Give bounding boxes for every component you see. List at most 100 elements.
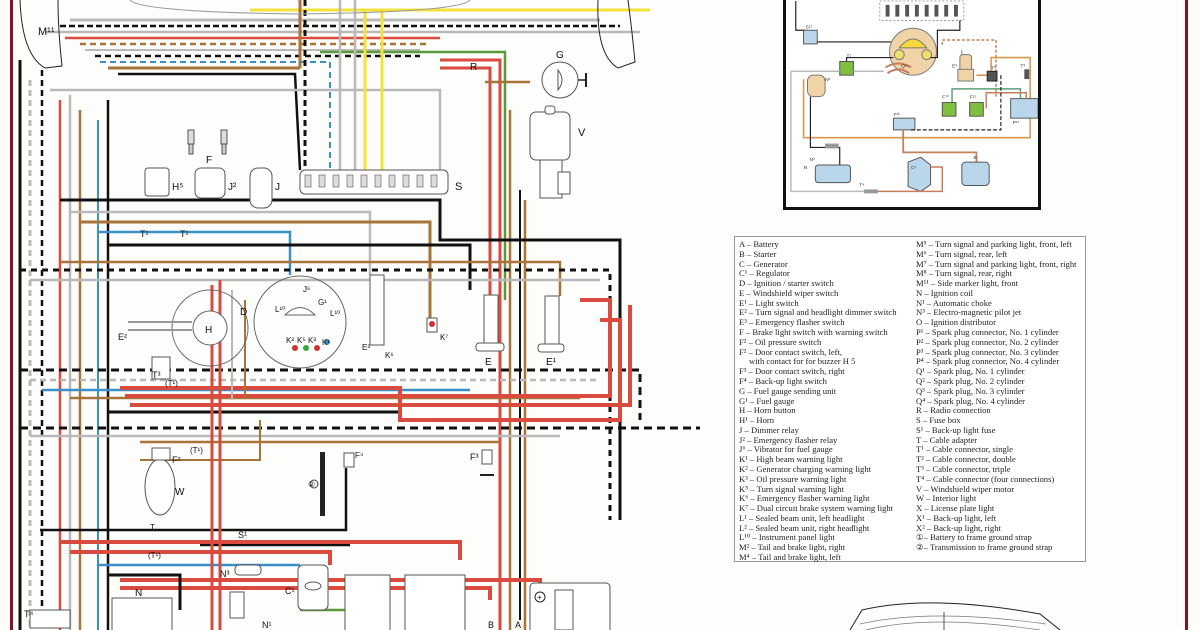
wire-red [440, 58, 502, 630]
legend-item: K³ – Oil pressure warning light [739, 473, 847, 484]
legend-item: N – Ignition coil [915, 287, 974, 298]
inset-fuse [895, 4, 900, 17]
headlight-housing-right [597, 0, 636, 69]
legend-item: M⁵ – Turn signal and parking light, fron… [915, 239, 1072, 249]
legend-item: P² – Spark plug connector, No. 2 cylinde… [915, 336, 1059, 347]
component-label-f2: F² [172, 455, 181, 465]
fuse [374, 174, 382, 188]
fuse-box [299, 169, 449, 195]
legend-item: B – Starter [739, 248, 777, 259]
component-label-n: N [135, 588, 142, 599]
battery-positive-terminal [534, 591, 546, 603]
component-label-s: S [455, 181, 462, 193]
headlight-housing-left [19, 0, 63, 69]
legend-item: M⁶ – Turn signal, rear, left [915, 248, 1008, 259]
inset-label: E³ [952, 63, 957, 69]
pilot-jet [234, 564, 262, 576]
legend-item: L² – Sealed beam unit, right headlight [739, 522, 870, 533]
legend-item: with contact for for buzzer H 5 [749, 356, 856, 367]
fuse [416, 174, 424, 188]
component-label-t4: T⁴ [24, 609, 33, 619]
fuel-gauge-dial [283, 307, 317, 316]
inset-label: Q¹¹ [901, 63, 908, 69]
component-label-e: E [485, 357, 492, 368]
inset-fuse [905, 4, 910, 17]
legend-item: W – Interior light [915, 493, 977, 504]
component-label-s1: S¹ [238, 530, 247, 540]
wire-red [440, 66, 492, 300]
component-label-t1e: (T¹) [148, 551, 161, 560]
legend-item: T – Cable adapter [915, 434, 978, 445]
fuse [430, 174, 438, 188]
component-label-v: V [578, 127, 586, 139]
legend-item: C – Generator [739, 258, 788, 269]
legend-item: G – Fuel gauge sending unit [739, 385, 837, 396]
wire-brown [140, 420, 261, 461]
inset-choke [885, 62, 912, 75]
legend-item: Q³ – Spark plug, No. 3 cylinder [915, 385, 1025, 396]
dimmer-relay-j [249, 167, 273, 209]
car-outline-illustration [849, 602, 1061, 630]
door-switch-right [481, 449, 493, 465]
svg-text:+: + [537, 593, 542, 602]
component-label-w: W [175, 487, 185, 498]
component-label-g: G [556, 50, 564, 61]
legend-item: E¹ – Light switch [739, 297, 799, 308]
light-switch [544, 295, 560, 347]
fuse [402, 174, 410, 188]
buzzer-h5 [144, 167, 170, 197]
generator [344, 574, 391, 630]
inset-fuse-block [879, 0, 965, 21]
legend-item: F – Brake light switch with warning swit… [739, 327, 888, 338]
fuel-gauge-float-icon [557, 68, 563, 92]
legend-item: ①– Battery to frame ground strap [915, 532, 1032, 543]
legend-item: K¹ – High beam warning light [739, 454, 843, 465]
legend-item: P¹ – Spark plug connector, No. 1 cylinde… [915, 327, 1059, 338]
inset-label: S¹¹ [806, 24, 813, 30]
wire-red [60, 540, 462, 560]
wire-blue [98, 230, 292, 275]
component-label-j2: J² [228, 182, 237, 193]
ignition-coil [111, 597, 173, 630]
component-label-l10: L¹⁰ [275, 305, 285, 314]
legend-item: K⁷ – Dual circuit brake system warning l… [739, 503, 894, 514]
legend-item: T³ – Cable connector, triple [915, 463, 1011, 474]
legend-column-2: M⁵ – Turn signal and parking light, fron… [915, 239, 1085, 561]
inset-fuse [885, 4, 890, 17]
legend-item: J² – Emergency flasher relay [739, 434, 838, 445]
component-label-f3: F³ [470, 452, 479, 462]
inset-relay-1 [941, 102, 957, 117]
fuse [304, 174, 312, 188]
legend-item: Q² – Spark plug, No. 2 cylinder [915, 375, 1025, 386]
legend-item: O – Ignition distributor [915, 317, 996, 328]
legend-item: H¹ – Horn [739, 415, 775, 426]
inset-starter [961, 161, 990, 187]
component-label-j: J [275, 182, 280, 193]
inset-label: N² [825, 77, 831, 83]
legend-item: C¹ – Regulator [739, 268, 790, 279]
inset-switch [803, 29, 818, 45]
component-label-e2: E² [118, 332, 127, 342]
legend-item: K² – Generator charging warning light [739, 463, 872, 474]
fuse [332, 174, 340, 188]
cable-connector-t4 [29, 609, 71, 629]
inset-fuse [934, 4, 939, 17]
wire-black [108, 573, 182, 610]
inset-label: P¹¹ [1013, 120, 1020, 126]
legend-item: M⁷ – Turn signal and parking light, fron… [915, 258, 1077, 269]
inset-relay-2 [969, 102, 984, 117]
component-label-m11: M¹¹ [38, 26, 55, 38]
legend-item: S¹ – Back-up light fuse [915, 424, 996, 435]
component-label-a: A [515, 620, 521, 630]
inset-label: F¹² [893, 112, 900, 118]
legend-item: P³ – Spark plug connector, No. 3 cylinde… [915, 346, 1059, 357]
wire-black [108, 243, 472, 290]
inset-fuse [924, 4, 929, 17]
legend-item: A – Battery [739, 239, 779, 249]
inset-fuse [914, 4, 919, 17]
warning-light-k2 [292, 345, 298, 351]
wire-red [70, 550, 332, 565]
